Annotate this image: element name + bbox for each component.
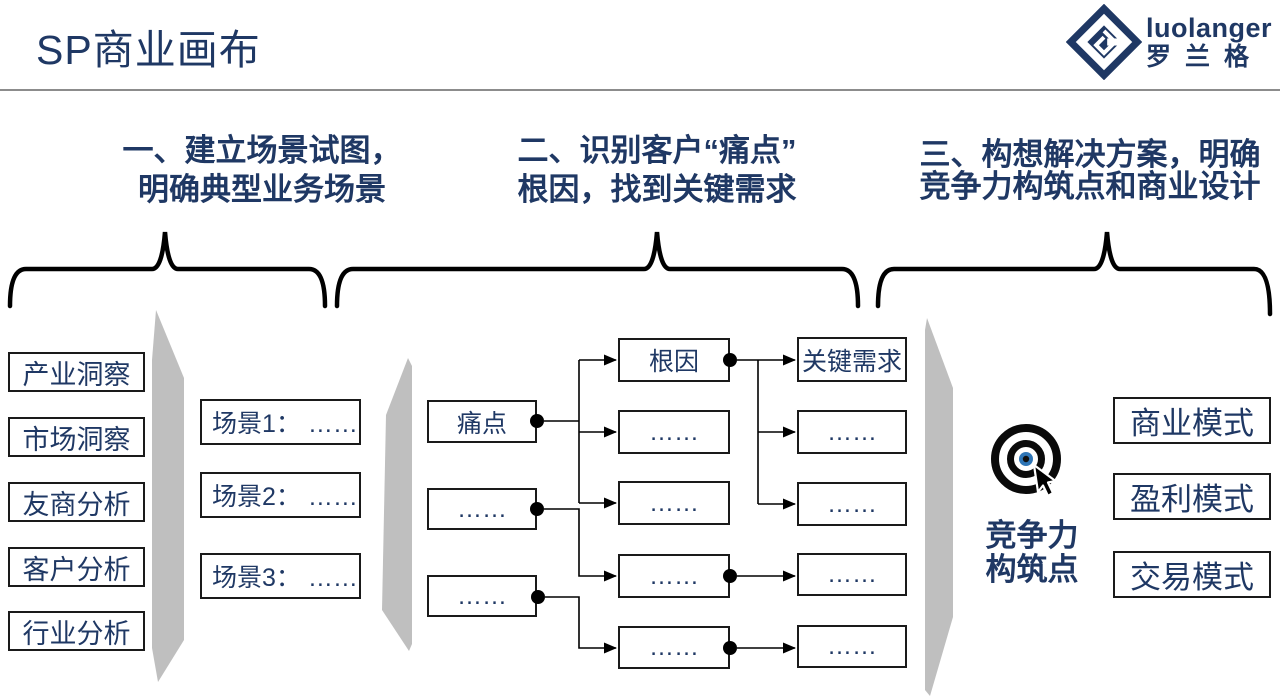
- analysis-box-industry-insight: 产业洞察: [8, 352, 145, 392]
- step-3-line-1: 三、构想解决方案，明确: [919, 137, 1261, 172]
- key-need-box: 关键需求: [797, 337, 907, 382]
- step-3-heading: 三、构想解决方案，明确 竞争力构筑点和商业设计: [900, 139, 1280, 203]
- scenario-box-2: 场景2： ……: [200, 472, 361, 518]
- analysis-box-competitor-analysis: 友商分析: [8, 482, 145, 522]
- step-2-line-2: 根因，找到关键需求: [517, 172, 797, 207]
- analysis-box-customer-analysis: 客户分析: [8, 547, 145, 587]
- analysis-box-market-insight: 市场洞察: [8, 417, 145, 457]
- step-1-heading: 一、建立场景试图， 明确典型业务场景: [92, 131, 432, 209]
- model-box-business: 商业模式: [1113, 397, 1271, 444]
- step-1-line-2: 明确典型业务场景: [138, 172, 386, 207]
- step-2-line-1: 二、识别客户“痛点”: [517, 133, 797, 168]
- scenario-box-1: 场景1： ……: [200, 399, 361, 445]
- model-box-profit: 盈利模式: [1113, 473, 1271, 520]
- competitiveness-line-1: 竞争力: [985, 518, 1079, 553]
- perspective-shape-3: [925, 318, 953, 696]
- step-3-line-2: 竞争力构筑点和商业设计: [919, 169, 1261, 204]
- scenario-box-3: 场景3： ……: [200, 553, 361, 599]
- step-1-line-1: 一、建立场景试图，: [122, 133, 402, 168]
- pain-point-box-3: ……: [427, 575, 537, 617]
- braces: [7, 231, 1273, 317]
- key-need-box-4: ……: [797, 553, 907, 596]
- header-divider: [0, 89, 1280, 91]
- logo-text-cn: 罗兰格: [1146, 42, 1264, 71]
- target-cursor-icon: [991, 424, 1061, 498]
- root-cause-box-3: ……: [618, 481, 730, 525]
- root-cause-box: 根因: [618, 338, 730, 382]
- competitiveness-label: 竞争力 构筑点: [957, 519, 1107, 587]
- key-need-box-5: ……: [797, 625, 907, 668]
- step-2-heading: 二、识别客户“痛点” 根因，找到关键需求: [487, 131, 827, 209]
- brace-step-3: [875, 231, 1273, 317]
- perspective-shape-1: [152, 310, 184, 682]
- key-need-box-3: ……: [797, 482, 907, 526]
- brace-step-2: [334, 231, 861, 309]
- analysis-box-sector-analysis: 行业分析: [8, 611, 145, 651]
- perspective-shape-2: [382, 358, 412, 651]
- model-box-transaction: 交易模式: [1113, 551, 1271, 598]
- root-cause-box-2: ……: [618, 410, 730, 454]
- cursor-arrow-icon: [1032, 463, 1057, 498]
- root-cause-box-5: ……: [618, 626, 730, 669]
- brace-step-1: [7, 231, 328, 309]
- logo: luolanger 罗兰格: [1066, 4, 1272, 80]
- pain-point-box-2: ……: [427, 488, 537, 530]
- luolanger-logo-icon: [1066, 4, 1142, 80]
- root-cause-box-4: ……: [618, 554, 730, 598]
- pain-point-box: 痛点: [427, 400, 537, 443]
- page-title: SP商业画布: [36, 27, 261, 73]
- logo-text-en: luolanger: [1146, 12, 1273, 43]
- key-need-box-2: ……: [797, 410, 907, 454]
- competitiveness-line-2: 构筑点: [985, 552, 1079, 587]
